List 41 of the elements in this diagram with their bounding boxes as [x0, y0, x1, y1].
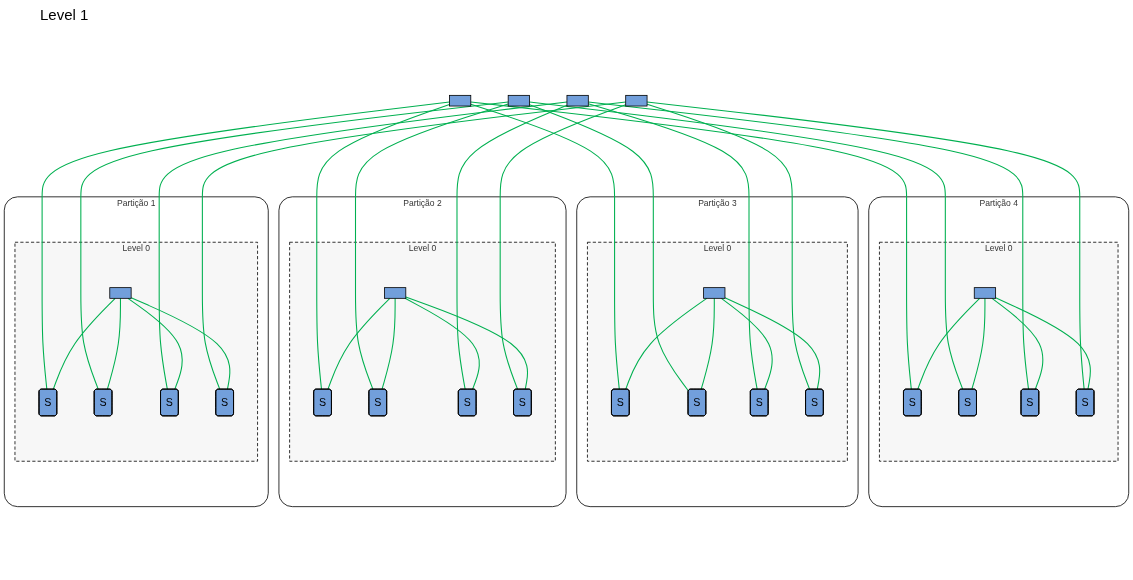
node-box — [973, 287, 996, 299]
connector — [646, 103, 811, 390]
node-box — [109, 287, 132, 299]
connector — [381, 297, 396, 390]
node-box — [625, 94, 648, 107]
connector — [80, 101, 509, 390]
connector — [41, 101, 450, 390]
connector — [456, 104, 568, 390]
connector — [354, 103, 509, 390]
node-box — [703, 287, 726, 299]
connector — [587, 101, 1030, 390]
node-box — [507, 94, 530, 107]
connector — [625, 297, 708, 390]
node-box — [449, 94, 472, 107]
connector — [404, 297, 480, 390]
connector — [470, 103, 620, 390]
connector — [158, 101, 568, 390]
connector — [529, 101, 964, 390]
connector — [127, 297, 183, 390]
connector — [106, 297, 121, 390]
connector — [405, 296, 529, 390]
connector — [991, 297, 1044, 390]
connector — [971, 297, 986, 390]
connector — [995, 297, 1091, 390]
connector — [917, 297, 981, 390]
connector — [720, 297, 773, 390]
connector — [499, 104, 627, 390]
connector — [700, 297, 715, 390]
node-box — [566, 94, 589, 107]
connector — [201, 101, 627, 390]
connector — [470, 101, 912, 390]
connector — [529, 104, 690, 392]
level-label: Level 1 — [40, 6, 89, 23]
connector — [316, 103, 450, 390]
node-box — [384, 287, 407, 299]
connector — [327, 297, 391, 390]
connector — [52, 297, 116, 390]
connector — [646, 101, 1085, 390]
connector — [587, 103, 758, 390]
connector — [724, 297, 821, 390]
connector — [130, 297, 231, 390]
